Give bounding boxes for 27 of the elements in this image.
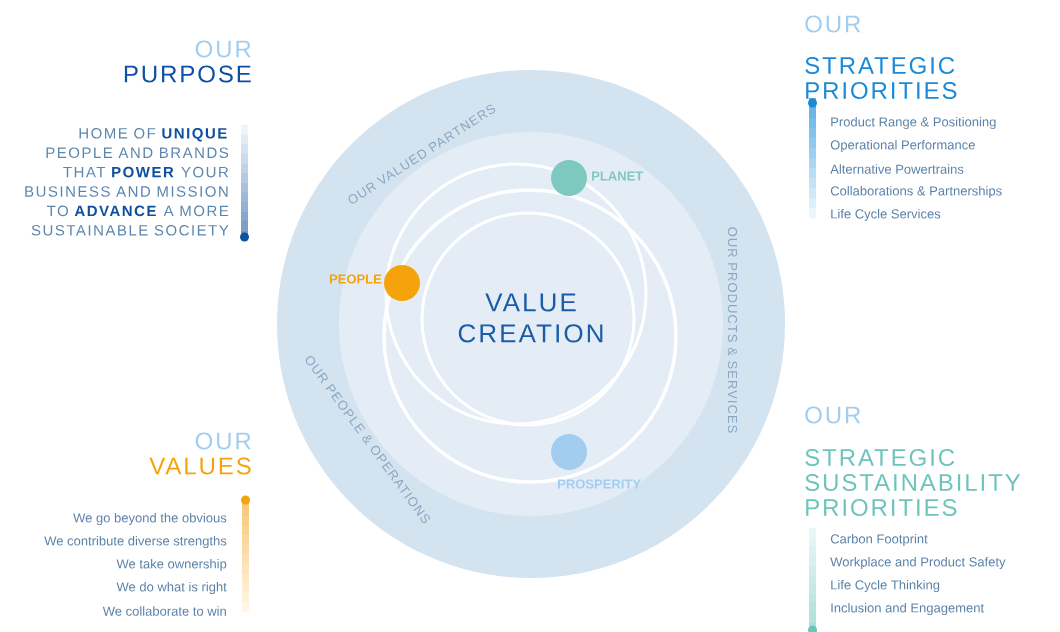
- list-item: Alternative Powertrains: [830, 164, 964, 174]
- heading: OUR: [195, 432, 251, 450]
- heading: VALUES: [149, 457, 251, 475]
- dot-label: PEOPLE: [329, 274, 382, 284]
- list-item: Product Range & Positioning: [831, 116, 996, 130]
- heading: OUR: [805, 406, 861, 424]
- list-item: We take ownership: [116, 558, 227, 572]
- list-item: We do what is right: [116, 581, 227, 595]
- list-item: We go beyond the obvious: [73, 512, 227, 526]
- list-item: Operational Performance: [830, 139, 975, 153]
- heading: PURPOSE: [124, 65, 251, 83]
- purpose-statement: HOME OF UNIQUE PEOPLE AND BRANDS THAT POWER YOUR BUSINESS AND MISSION TO ADVANCE A MORE SUSTAINABLE SOCIETY: [25, 128, 229, 236]
- heading: OUR: [805, 15, 861, 33]
- list-item: Carbon Footprint: [830, 533, 928, 547]
- list-item: We contribute diverse strengths: [44, 535, 227, 549]
- list-item: Inclusion and Engagement: [831, 602, 984, 616]
- heading: OUR: [195, 40, 251, 58]
- list-item: Workplace and Product Safety: [830, 556, 1006, 570]
- dot-label: PLANET: [592, 171, 644, 181]
- list-item: Life Cycle Services: [831, 208, 941, 222]
- ring-label: OUR PRODUCTS & SERVICES: [727, 227, 738, 433]
- heading: STRATEGIC PRIORITIES: [805, 57, 957, 99]
- dot-label: PROSPERITY: [558, 479, 641, 489]
- list-item: Collaborations & Partnerships: [830, 185, 1002, 199]
- list-item: We collaborate to win: [102, 606, 226, 616]
- list-item: Life Cycle Thinking: [831, 579, 940, 593]
- heading: STRATEGIC SUSTAINABILITY PRIORITIES: [805, 449, 1021, 516]
